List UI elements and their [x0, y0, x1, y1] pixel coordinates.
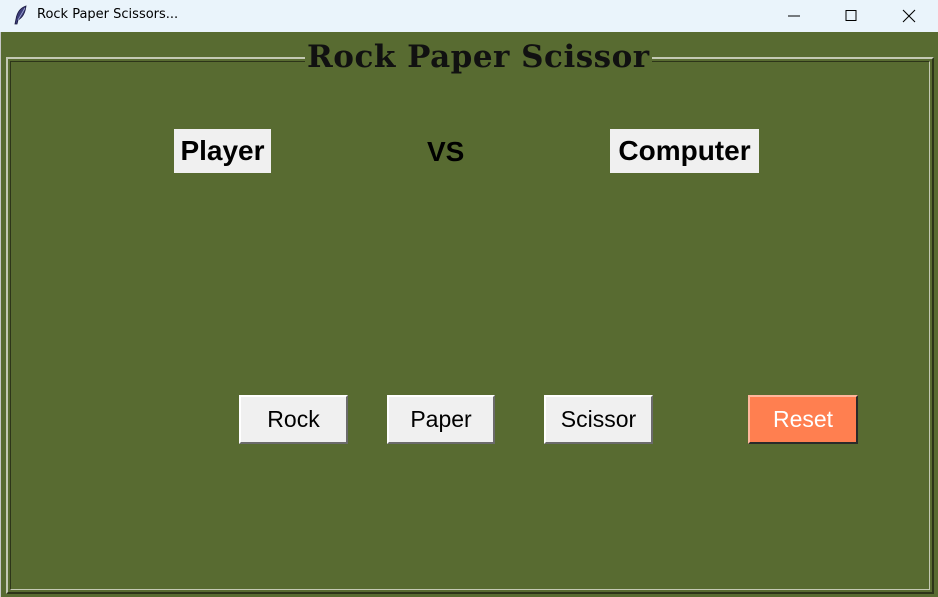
close-icon: [902, 9, 916, 23]
player-label: Player: [174, 129, 271, 173]
title-bar: Rock Paper Scissors...: [0, 0, 938, 32]
close-button[interactable]: [880, 0, 938, 32]
game-window-body: [0, 32, 938, 597]
minimize-icon: [788, 15, 800, 17]
rock-button[interactable]: Rock: [239, 395, 348, 444]
maximize-icon: [845, 10, 857, 21]
vs-label: VS: [427, 136, 465, 167]
maximize-button[interactable]: [822, 0, 880, 32]
paper-button[interactable]: Paper: [387, 395, 495, 444]
frame-title: Rock Paper Scissor: [305, 37, 652, 77]
game-frame: [6, 57, 934, 594]
feather-icon[interactable]: [12, 5, 30, 25]
computer-label: Computer: [610, 129, 759, 173]
window-edge: [0, 32, 4, 597]
scissor-button[interactable]: Scissor: [544, 395, 653, 444]
reset-button[interactable]: Reset: [748, 395, 858, 444]
minimize-button[interactable]: [765, 0, 823, 32]
game-frame-inner: [10, 61, 930, 590]
window-title: Rock Paper Scissors...: [37, 7, 179, 22]
